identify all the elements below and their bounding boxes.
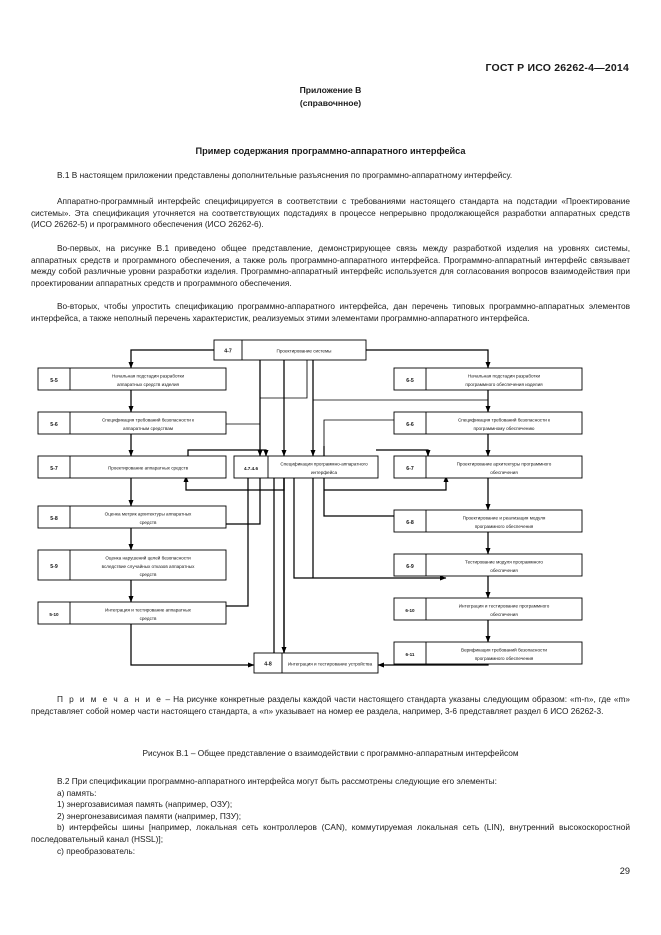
- box-label-line2: интерфейса: [311, 469, 337, 475]
- box-label-line2: программного обеспечения: [475, 656, 534, 661]
- box-label-line1: Спецификация требований безопасности к: [102, 417, 195, 423]
- box-id: 6-5: [406, 378, 414, 384]
- paragraph-text: Во-вторых, чтобы упростить спецификацию …: [31, 301, 630, 323]
- paragraph-hsi-spec: Аппаратно-программный интерфейс специфиц…: [31, 196, 630, 231]
- list-item: a) память:: [57, 787, 97, 798]
- diagram-box-5-6[interactable]: 5-6 Спецификация требований безопасности…: [37, 411, 227, 435]
- box-label-line2: аппаратных средств изделия: [117, 382, 180, 387]
- box-id: 6-8: [406, 520, 414, 526]
- figure-caption: Рисунок В.1 – Общее представление о взаи…: [142, 748, 519, 758]
- box-label-line2: средств: [140, 520, 157, 525]
- list-item: c) преобразователь:: [57, 845, 136, 856]
- note-paragraph: П р и м е ч а н и е – На рисунке конкрет…: [31, 694, 630, 717]
- note-label: П р и м е ч а н и е: [57, 694, 163, 704]
- annex-subtitle: (справочнное): [299, 98, 362, 108]
- box-id: 5-8: [50, 516, 58, 522]
- figure-note: П р и м е ч а н и е – На рисунке конкрет…: [31, 694, 630, 717]
- paragraph-text: Во-первых, на рисунке В.1 приведено обще…: [31, 243, 630, 288]
- diagram-box-6-5[interactable]: 6-5 Начальная подстадия разработки прогр…: [393, 367, 583, 391]
- diagram-box-6-7[interactable]: 6-7 Проектирование архитектуры программн…: [393, 455, 583, 479]
- box-id: 4-8: [264, 662, 272, 668]
- note-dash: –: [165, 694, 171, 704]
- box-label-line2: обеспечения: [490, 470, 518, 475]
- diagram-box-5-5[interactable]: 5-5 Начальная подстадия разработки аппар…: [37, 367, 227, 391]
- box-label-line3: средств: [140, 572, 157, 577]
- box-label-line1: Начальная подстадия разработки: [468, 374, 541, 379]
- box-label-line1: Проектирование и реализация модуля: [463, 516, 546, 521]
- diagram-box-6-11[interactable]: 6-11 Верификация требований безопасности…: [393, 641, 583, 665]
- box-id: 4.7.4.6: [244, 466, 258, 471]
- section-b2: В.2 При спецификации программно-аппаратн…: [31, 776, 630, 857]
- diagram-box-4-7[interactable]: 4-7 Проектирование системы: [213, 339, 367, 361]
- box-id: 5-5: [50, 378, 58, 384]
- standard-header: ГОСТ Р ИСО 26262-4—2014: [485, 62, 629, 74]
- box-id: 5-9: [50, 564, 58, 570]
- box-label-line1: Оценка метрик архитектуры аппаратных: [105, 512, 192, 517]
- box-label-line1: Верификация требований безопасности: [461, 647, 547, 653]
- box-label-line2: программного обеспечения изделия: [465, 382, 543, 387]
- paragraph-second: Во-вторых, чтобы упростить спецификацию …: [31, 301, 630, 324]
- b2-intro: В.2 При спецификации программно-аппаратн…: [57, 776, 497, 786]
- box-id: 5-10: [49, 612, 59, 617]
- box-label-line1: Интеграция и тестирование аппаратных: [105, 608, 192, 613]
- box-label-line2: обеспечения: [490, 568, 518, 573]
- box-label-line2: обеспечения: [490, 612, 518, 617]
- box-label-line2: аппаратным средствам: [123, 426, 173, 431]
- box-label-line1: Начальная подстадия разработки: [112, 374, 185, 379]
- box-id: 6-11: [406, 652, 415, 657]
- box-id: 5-7: [50, 466, 58, 472]
- annex-title: Приложение В: [299, 85, 362, 95]
- note-body: На рисунке конкретные разделы каждой час…: [31, 694, 630, 716]
- page-title: Пример содержания программно-аппаратного…: [195, 146, 466, 156]
- box-id: 5-6: [50, 422, 58, 428]
- box-label-line1: Оценка нарушений целей безопасности: [105, 554, 191, 560]
- box-id: 6-10: [405, 608, 415, 613]
- list-item: b) интерфейсы шины [например, локальная …: [31, 822, 630, 844]
- box-label-line2: вследствие случайных отказов аппаратных: [102, 563, 195, 569]
- box-id: 4-7: [224, 349, 232, 355]
- list-item: 2) энергонезависимая памяти (например, П…: [57, 810, 242, 821]
- diagram-box-6-6[interactable]: 6-6 Спецификация требований безопасности…: [393, 411, 583, 435]
- box-label-line1: Спецификация программно-аппаратного: [280, 462, 368, 467]
- diagram-box-4-8[interactable]: 4-8 Интеграция и тестирование устройства: [253, 652, 379, 674]
- box-id: 6-9: [406, 564, 414, 570]
- diagram-box-6-8[interactable]: 6-8 Проектирование и реализация модуля п…: [393, 509, 583, 533]
- annex-heading: Приложение В (справочнное): [0, 84, 661, 110]
- diagram-box-5-10[interactable]: 5-10 Интеграция и тестирование аппаратны…: [37, 601, 227, 625]
- paragraph-text: В.1 В настоящем приложении представлены …: [57, 170, 513, 180]
- figure-b1-diagram: 4-7 Проектирование системы 5-5 Начальная…: [36, 338, 628, 683]
- page-number: 29: [619, 866, 630, 876]
- diagram-box-5-8[interactable]: 5-8 Оценка метрик архитектуры аппаратных…: [37, 505, 227, 529]
- box-label: Проектирование аппаратных средств: [108, 466, 189, 471]
- box-label-line2: средств: [140, 616, 157, 621]
- paragraph-b1: В.1 В настоящем приложении представлены …: [31, 170, 630, 182]
- box-label: Проектирование системы: [277, 348, 332, 353]
- box-label-line2: программного обеспечения: [475, 524, 534, 529]
- diagram-box-hsi-specification[interactable]: 4.7.4.6 Спецификация программно-аппаратн…: [233, 455, 379, 479]
- box-label-line2: программному обеспечению: [474, 426, 536, 431]
- box-id: 6-7: [406, 466, 414, 472]
- paragraph-text: Аппаратно-программный интерфейс специфиц…: [31, 196, 630, 230]
- box-label-line1: Спецификация требований безопасности к: [458, 417, 551, 423]
- box-id: 6-6: [406, 422, 414, 428]
- box-label: Интеграция и тестирование устройства: [288, 660, 373, 666]
- diagram-box-5-7[interactable]: 5-7 Проектирование аппаратных средств: [37, 455, 227, 479]
- box-label-line1: Тестирование модуля программного: [465, 560, 543, 565]
- box-label-line1: Проектирование архитектуры программного: [457, 462, 552, 467]
- paragraph-first: Во-первых, на рисунке В.1 приведено обще…: [31, 243, 630, 289]
- box-label-line1: Интеграция и тестирование программного: [459, 604, 550, 609]
- diagram-box-6-9[interactable]: 6-9 Тестирование модуля программного обе…: [393, 553, 583, 577]
- diagram-box-6-10[interactable]: 6-10 Интеграция и тестирование программн…: [393, 597, 583, 621]
- list-item: 1) энергозависимая память (например, ОЗУ…: [57, 799, 233, 810]
- diagram-box-5-9[interactable]: 5-9 Оценка нарушений целей безопасности …: [37, 549, 227, 581]
